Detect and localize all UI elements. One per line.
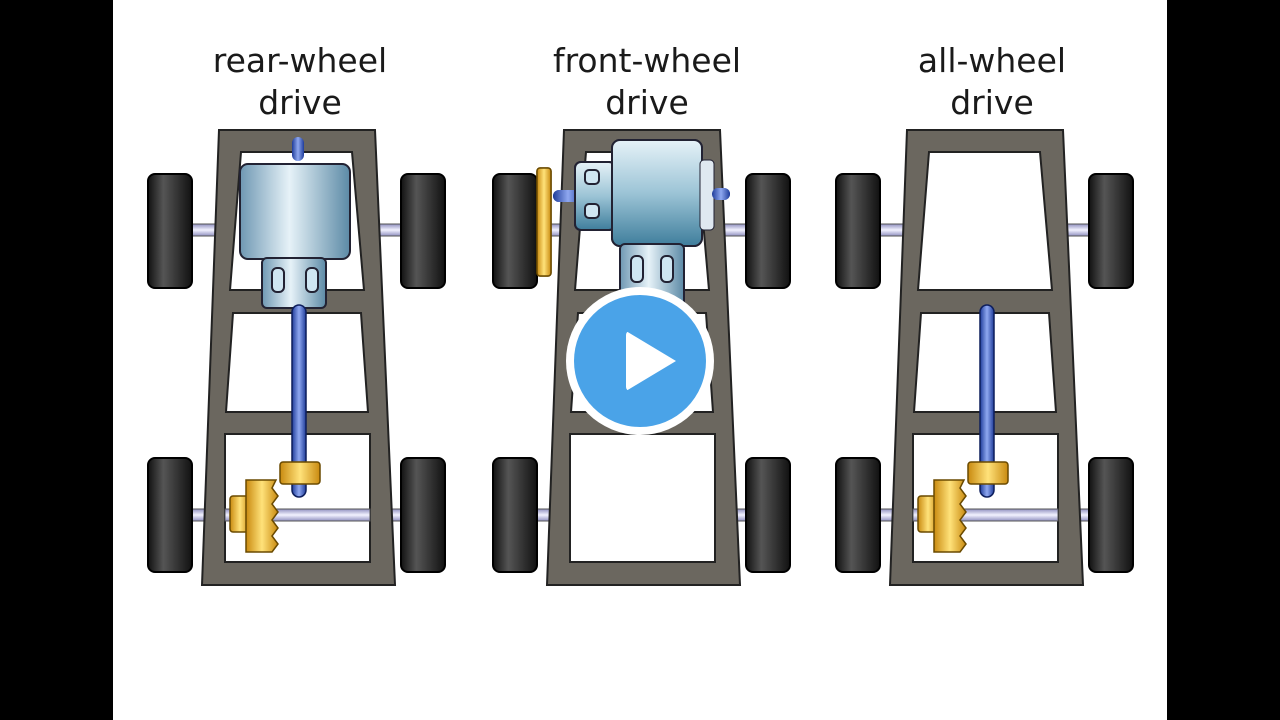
title-line: rear-wheel: [212, 41, 388, 80]
motor-vent: [271, 267, 285, 293]
driveshaft: [291, 304, 307, 498]
ring-gear: [245, 479, 279, 553]
motor-vent: [305, 267, 319, 293]
title-line: drive: [950, 83, 1034, 122]
front-gear: [536, 167, 552, 277]
driveshaft: [979, 304, 995, 498]
title-line: drive: [605, 83, 689, 122]
pinion-gear: [967, 461, 1009, 485]
wheel: [147, 173, 193, 289]
title-line: all-wheel: [917, 41, 1067, 80]
wheel: [1088, 457, 1134, 573]
wheel: [147, 457, 193, 573]
motor-cap-right: [699, 159, 715, 231]
title-line: front-wheel: [552, 41, 742, 80]
chassis-rwd: [147, 129, 446, 586]
wheel: [492, 457, 538, 573]
chassis-awd: [536, 129, 1134, 586]
gearbox-vent: [630, 255, 644, 283]
frame-window: [569, 433, 716, 563]
title-line: drive: [258, 83, 342, 122]
title-all-wheel-drive: all-wheel drive: [832, 40, 1152, 124]
wheel: [835, 173, 881, 289]
motor-shaft-top: [292, 137, 304, 161]
wheel: [492, 173, 538, 289]
frame-window: [916, 151, 1054, 291]
motor-vent: [584, 169, 600, 185]
play-button[interactable]: [566, 287, 714, 435]
wheel: [400, 173, 446, 289]
gearbox-vent: [660, 255, 674, 283]
play-button-circle: [574, 295, 706, 427]
play-icon: [626, 331, 676, 391]
ring-gear: [933, 479, 967, 553]
pinion-gear: [279, 461, 321, 485]
motor-body: [239, 163, 351, 260]
wheel: [1088, 173, 1134, 289]
motor-body: [611, 139, 703, 247]
title-front-wheel-drive: front-wheel drive: [487, 40, 807, 124]
wheel: [400, 457, 446, 573]
motor-vent: [584, 203, 600, 219]
title-rear-wheel-drive: rear-wheel drive: [140, 40, 460, 124]
motor-shaft-right: [712, 188, 730, 200]
wheel: [745, 173, 791, 289]
wheel: [835, 457, 881, 573]
wheel: [745, 457, 791, 573]
